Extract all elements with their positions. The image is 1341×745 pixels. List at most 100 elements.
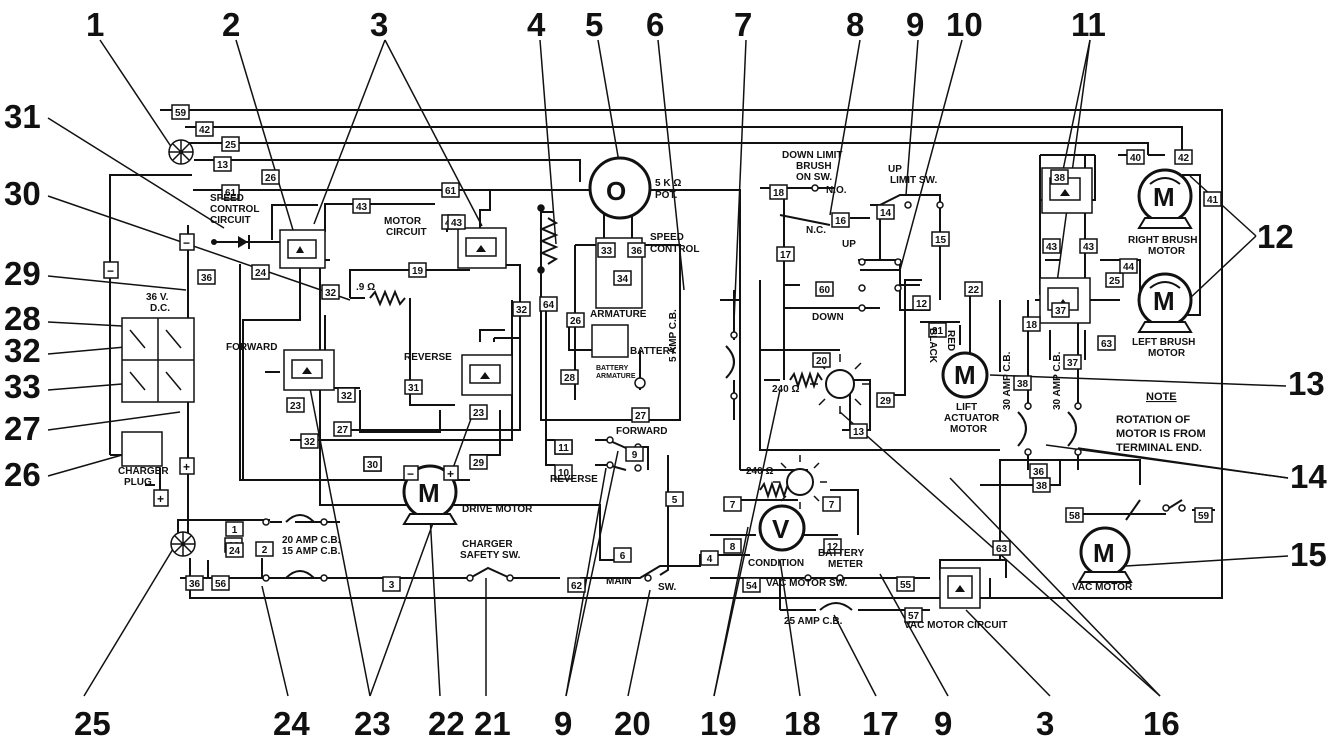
wire-number: 36: [1033, 467, 1045, 478]
wire-number: 38: [1017, 379, 1029, 390]
wire-number-box: 26: [261, 169, 280, 185]
wire-number: 26: [265, 173, 277, 184]
wire-number: 63: [1101, 339, 1113, 350]
wire-number: 13: [217, 160, 229, 171]
lift-motor-symbol: M: [941, 351, 989, 399]
svg-text:POT.: POT.: [655, 190, 677, 201]
wire-number: 21: [932, 326, 944, 337]
wire-number: 32: [341, 391, 353, 402]
wire-number-box: 2: [255, 541, 274, 557]
svg-text:5 AMP C.B.: 5 AMP C.B.: [668, 309, 679, 362]
wire-number-box: 43: [447, 214, 466, 230]
wire-number: 5: [672, 495, 678, 506]
callout-b16: 16: [1143, 705, 1180, 742]
wire-number: 14: [880, 208, 892, 219]
svg-text:DRIVE MOTOR: DRIVE MOTOR: [462, 504, 533, 515]
wire-number: 28: [564, 373, 576, 384]
svg-text:CIRCUIT: CIRCUIT: [386, 227, 427, 238]
terminal-block-bottom: [170, 531, 196, 557]
svg-text:ARMATURE: ARMATURE: [590, 309, 647, 320]
vac-motor-relay: [939, 567, 981, 609]
wire-number-box: 36: [1029, 463, 1048, 479]
wire-number: 59: [1198, 511, 1210, 522]
wire-number-box: 14: [876, 204, 895, 220]
wire-number: 18: [1026, 320, 1038, 331]
svg-text:CHARGER: CHARGER: [118, 466, 169, 477]
wire-number-box: 18: [1022, 316, 1041, 332]
svg-text:30 AMP C.B.: 30 AMP C.B.: [1052, 351, 1063, 410]
callout-6: 6: [646, 6, 664, 43]
wire-number: 32: [516, 305, 528, 316]
callout-b24: 24: [273, 705, 310, 742]
wire-number-box: 59: [171, 104, 190, 120]
wire-number: 27: [635, 411, 647, 422]
wires: [109, 109, 1223, 611]
wire-number: 36: [189, 579, 201, 590]
svg-text:MAIN: MAIN: [606, 576, 632, 587]
wire-number-box: 7: [822, 496, 841, 512]
wire-number: 6: [620, 551, 626, 562]
wire-number-box: 32: [337, 387, 356, 403]
wire-number-box: 7: [723, 496, 742, 512]
svg-text:BRUSH: BRUSH: [796, 161, 832, 172]
wire-number: 63: [996, 544, 1008, 555]
wire-number-box: 6: [613, 547, 632, 563]
wire-number-box: 63: [1097, 335, 1116, 351]
wire-number: 24: [229, 546, 241, 557]
callout-b22: 22: [428, 705, 465, 742]
svg-text:M: M: [1153, 182, 1175, 212]
svg-text:VAC MOTOR CIRCUIT: VAC MOTOR CIRCUIT: [904, 620, 1008, 631]
svg-text:+: +: [447, 467, 454, 481]
wire-number: 61: [225, 188, 237, 199]
wire-number-box: 32: [300, 433, 319, 449]
wire-number: 13: [853, 427, 865, 438]
svg-text:M: M: [1153, 286, 1175, 316]
wire-number-box: 55: [896, 576, 915, 592]
wire-number-box: 40: [1126, 149, 1145, 165]
wire-number-box: 43: [1042, 238, 1061, 254]
wire-number-box: 32: [321, 284, 340, 300]
callout-1: 1: [86, 6, 104, 43]
svg-text:240 Ω: 240 Ω: [772, 384, 799, 395]
wire-number: 10: [558, 468, 570, 479]
callout-b20: 20: [614, 705, 651, 742]
wire-number: 20: [816, 356, 828, 367]
svg-text:DOWN: DOWN: [812, 312, 844, 323]
svg-text:MOTOR: MOTOR: [950, 424, 988, 435]
wire-number-box: 36: [197, 269, 216, 285]
callout-b17: 17: [862, 705, 899, 742]
svg-text:30 AMP C.B.: 30 AMP C.B.: [1002, 351, 1013, 410]
svg-text:−: −: [183, 236, 190, 250]
wire-number-box: 16: [831, 212, 850, 228]
wire-number-box: 23: [286, 397, 305, 413]
wire-number-box: 15: [931, 231, 950, 247]
speed-control-relay: [279, 229, 326, 269]
svg-text:REVERSE: REVERSE: [404, 352, 452, 363]
wire-number-box: 13: [213, 156, 232, 172]
switch-contacts: [262, 184, 1186, 582]
callout-27: 27: [4, 410, 41, 447]
svg-text:240 Ω: 240 Ω: [746, 466, 773, 477]
svg-text:M: M: [418, 478, 440, 508]
svg-text:36 V.: 36 V.: [146, 292, 169, 303]
wire-number: 26: [570, 316, 582, 327]
svg-text:25 AMP C.B.: 25 AMP C.B.: [784, 616, 843, 627]
svg-text:+: +: [157, 492, 164, 506]
callout-8: 8: [846, 6, 864, 43]
svg-text:15 AMP C.B.: 15 AMP C.B.: [282, 546, 341, 557]
callout-7: 7: [734, 6, 752, 43]
polarity-markers: − − + + − +: [103, 233, 459, 507]
callout-b9b: 9: [934, 705, 952, 742]
wire-number: 23: [290, 401, 302, 412]
speed-pot: O: [588, 156, 652, 220]
wire-number: 16: [835, 216, 847, 227]
svg-text:ARMATURE: ARMATURE: [596, 373, 636, 380]
svg-text:BATTERY: BATTERY: [596, 365, 629, 372]
wire-number-box: 5: [665, 491, 684, 507]
wire-number-box: 38: [1050, 169, 1069, 185]
svg-text:MOTOR: MOTOR: [384, 216, 422, 227]
wire-number: 29: [473, 458, 485, 469]
svg-text:V: V: [772, 514, 790, 544]
bottom-callouts: 25 24 23 22 21 9 20 19 18 17 9 3 16: [74, 705, 1180, 742]
svg-text:VAC MOTOR: VAC MOTOR: [1072, 582, 1133, 593]
